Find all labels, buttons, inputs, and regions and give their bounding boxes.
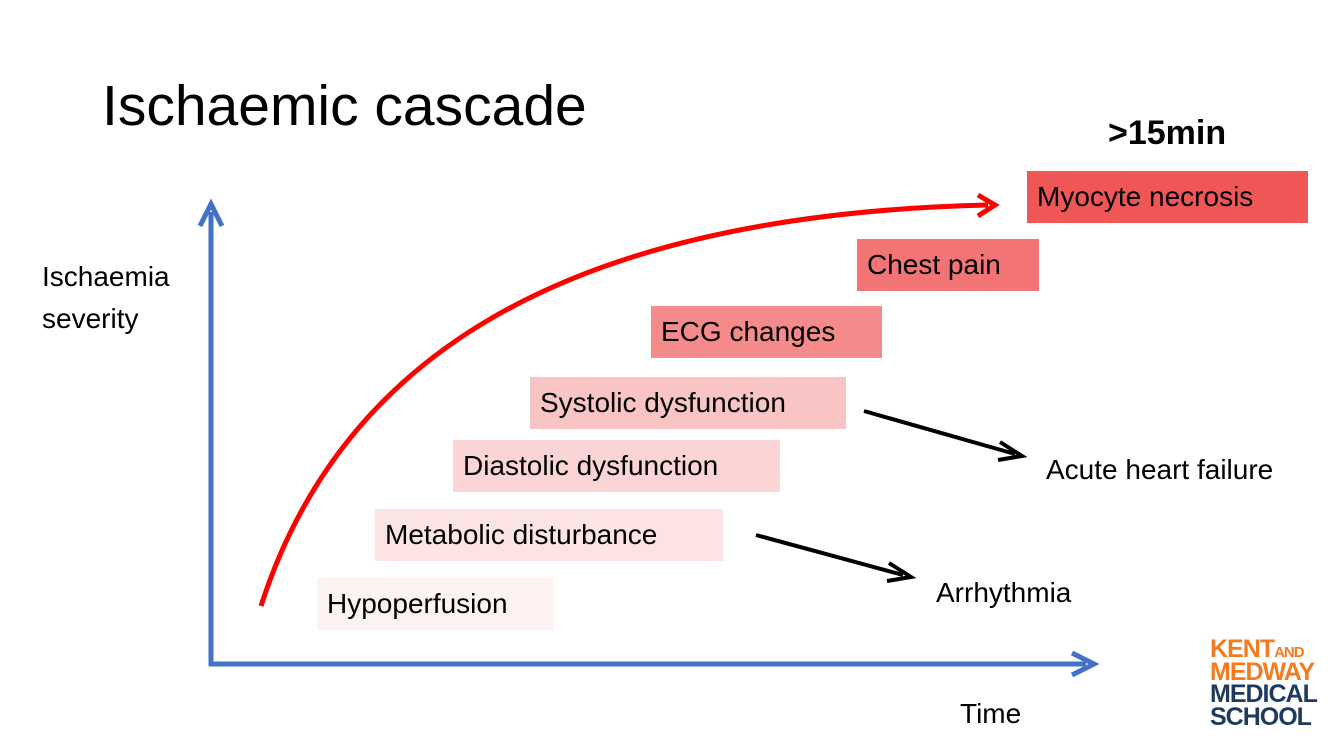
logo-text-and: AND — [1274, 644, 1304, 661]
time-threshold-label: >15min — [1108, 114, 1227, 152]
arrow-to-acute-heart-failure-head — [997, 440, 1028, 462]
arrow-to-arrhythmia-head — [886, 561, 917, 583]
stage-ecg-changes: ECG changes — [651, 306, 882, 358]
x-axis-label: Time — [960, 698, 1022, 729]
slide-title: Ischaemic cascade — [102, 74, 587, 138]
severity-curve-arrowhead — [976, 192, 1000, 219]
logo-text-kent: KENT — [1210, 635, 1275, 663]
stage-myocyte-necrosis: Myocyte necrosis — [1027, 171, 1308, 223]
stage-diastolic-dysfunction: Diastolic dysfunction — [453, 440, 780, 492]
x-axis-arrowhead — [1070, 650, 1100, 678]
stage-systolic-dysfunction: Systolic dysfunction — [530, 377, 846, 429]
logo-text-medical: MEDICAL — [1210, 680, 1318, 708]
y-axis-arrowhead — [197, 198, 225, 228]
outcome-arrhythmia: Arrhythmia — [936, 577, 1072, 608]
stage-chest-pain: Chest pain — [857, 239, 1039, 291]
outcome-acute-heart-failure: Acute heart failure — [1046, 454, 1274, 485]
arrow-to-acute-heart-failure — [863, 409, 1016, 456]
logo-text-medway: MEDWAY — [1210, 657, 1315, 686]
severity-curve — [258, 202, 989, 607]
stage-metabolic-disturbance: Metabolic disturbance — [375, 509, 723, 561]
logo-text-school: SCHOOL — [1210, 702, 1312, 731]
y-axis-label-line2: severity — [42, 303, 139, 334]
stage-hypoperfusion: Hypoperfusion — [317, 578, 553, 630]
arrow-to-arrhythmia — [755, 533, 904, 577]
y-axis-label-line1: Ischaemia — [42, 261, 170, 292]
kent-medway-medical-school-logo: KENTAND MEDWAY MEDICAL SCHOOL — [1210, 635, 1328, 744]
